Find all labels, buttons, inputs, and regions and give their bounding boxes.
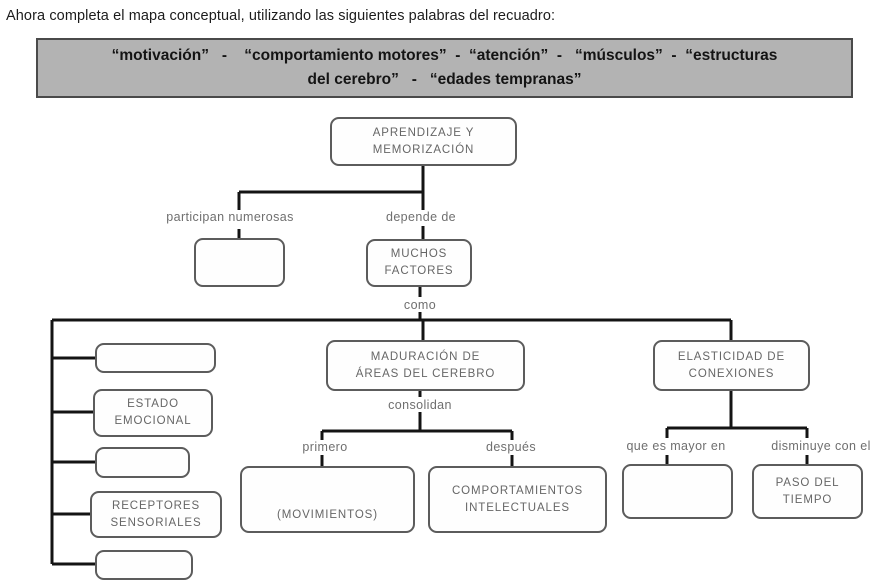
node-text-line: INTELECTUALES: [464, 501, 570, 514]
node-text-line: APRENDIZAJE Y: [372, 126, 475, 139]
node-estado-emocional: ESTADO EMOCIONAL: [93, 389, 213, 437]
word-bank-box: “motivación” - “comportamiento motores” …: [36, 38, 853, 98]
answer-box-left-1[interactable]: [95, 343, 216, 373]
answer-box-mayor-en[interactable]: [622, 464, 733, 519]
node-elasticidad-conexiones: ELASTICIDAD DE CONEXIONES: [653, 340, 810, 391]
node-text-line: PASO DEL: [775, 476, 840, 489]
node-text-line: FACTORES: [384, 265, 454, 277]
edge-label-participan-numerosas: participan numerosas: [166, 210, 294, 224]
edge-label-despues: después: [485, 440, 537, 454]
edge-label-consolidan: consolidan: [388, 398, 452, 412]
edge-label-primero: primero: [302, 440, 348, 454]
node-text-line: ELASTICIDAD DE: [677, 350, 786, 363]
node-text-line: TIEMPO: [782, 493, 833, 506]
node-text-line: MEMORIZACIÓN: [372, 143, 475, 156]
answer-box-participan[interactable]: [194, 238, 285, 287]
node-text-line: EMOCIONAL: [114, 415, 192, 427]
node-maduracion-areas-cerebro: MADURACIÓN DE ÁREAS DEL CEREBRO: [326, 340, 525, 391]
node-text-line: (MOVIMIENTOS): [277, 509, 378, 522]
node-paso-del-tiempo: PASO DEL TIEMPO: [752, 464, 863, 519]
edge-label-que-es-mayor-en: que es mayor en: [626, 439, 726, 453]
instruction-text: Ahora completa el mapa conceptual, utili…: [6, 8, 556, 24]
edge-label-disminuye-con-el: disminuye con el: [771, 439, 871, 453]
edge-label-depende-de: depende de: [385, 210, 457, 224]
node-text-line: MADURACIÓN DE: [370, 350, 481, 363]
node-text-line: ÁREAS DEL CEREBRO: [355, 367, 496, 380]
node-text-line: COMPORTAMIENTOS: [451, 484, 584, 497]
node-receptores-sensoriales: RECEPTORES SENSORIALES: [90, 491, 222, 538]
answer-box-movimientos[interactable]: (MOVIMIENTOS): [240, 466, 415, 533]
word-bank-line: “motivación” - “comportamiento motores” …: [111, 46, 778, 64]
node-aprendizaje-memorizacion: APRENDIZAJE Y MEMORIZACIÓN: [330, 117, 517, 166]
node-comportamientos-intelectuales: COMPORTAMIENTOS INTELECTUALES: [428, 466, 607, 533]
answer-box-left-3[interactable]: [95, 550, 193, 580]
node-text-line: ESTADO: [127, 398, 179, 411]
answer-box-left-2[interactable]: [95, 447, 190, 478]
node-text-line: MUCHOS: [390, 248, 448, 261]
node-text-line: RECEPTORES: [111, 499, 201, 512]
node-muchos-factores: MUCHOS FACTORES: [366, 239, 472, 287]
edge-label-como: como: [403, 298, 437, 312]
node-text-line: SENSORIALES: [110, 516, 202, 529]
word-bank-line: del cerebro” - “edades tempranas”: [307, 70, 582, 88]
node-text-line: CONEXIONES: [688, 367, 775, 380]
